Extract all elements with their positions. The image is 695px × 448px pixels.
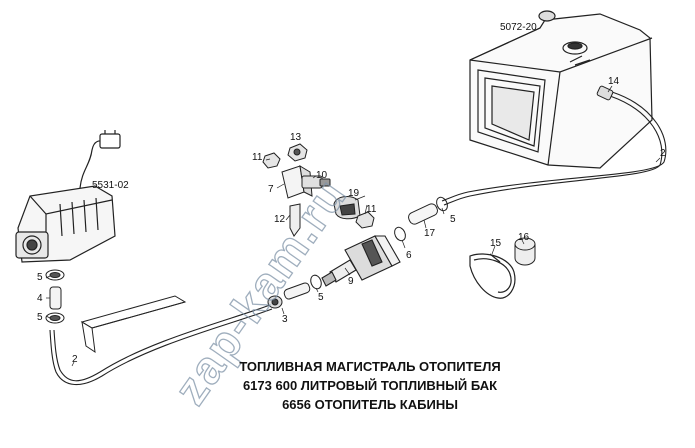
- clip-19: [333, 196, 361, 220]
- cabin-heater: [15, 130, 121, 263]
- hose-17: [408, 203, 438, 225]
- label-part-15: 15: [490, 238, 502, 249]
- cable-tie-15: [469, 253, 516, 299]
- screw-12: [289, 203, 301, 237]
- label-part-12: 12: [274, 214, 286, 225]
- line-connector-left: [267, 295, 283, 309]
- bolt-10: [301, 175, 331, 189]
- caption-heater: 6656 ОТОПИТЕЛЬ КАБИНЫ: [282, 397, 458, 412]
- label-heater-5531-02: 5531-02: [92, 180, 129, 191]
- heater-hose: [49, 286, 62, 310]
- label-part-5-left-top: 5: [37, 272, 43, 283]
- leader-lines: [45, 85, 661, 367]
- heater-clamp-bottom: [45, 312, 65, 324]
- label-part-4: 4: [37, 293, 43, 304]
- tank-fitting: [596, 85, 614, 101]
- label-part-5-left-bottom: 5: [37, 312, 43, 323]
- clamp-5-mid: [310, 274, 322, 290]
- label-tank-5072-20: 5072-20: [500, 22, 537, 33]
- heater-clamp-top: [45, 269, 65, 281]
- nut-11-top: [262, 152, 281, 169]
- part-labels: 5072-20 5531-02 14 2 2 13 11 10 7 19 11 …: [37, 22, 666, 365]
- label-part-5-right: 5: [450, 214, 456, 225]
- label-part-3: 3: [282, 314, 288, 325]
- label-part-11-mid: 11: [366, 204, 377, 215]
- fuel-line-lower: [49, 304, 273, 386]
- label-part-7: 7: [268, 184, 274, 195]
- clamp-6: [394, 226, 406, 242]
- label-part-11-top: 11: [252, 152, 263, 163]
- label-part-5-mid: 5: [318, 292, 324, 303]
- fuel-tank: [469, 10, 653, 169]
- label-part-2-left: 2: [72, 354, 78, 365]
- caption-title: ТОПЛИВНАЯ МАГИСТРАЛЬ ОТОПИТЕЛЯ: [239, 359, 501, 374]
- label-part-6: 6: [406, 250, 412, 261]
- label-part-16: 16: [518, 232, 530, 243]
- fuel-line-upper: [441, 91, 667, 206]
- nut-11-mid: [355, 211, 375, 229]
- label-part-2-right: 2: [660, 148, 666, 159]
- label-part-10: 10: [316, 170, 328, 181]
- label-part-19: 19: [348, 188, 360, 199]
- label-part-9: 9: [348, 276, 354, 287]
- clamp-5-right: [436, 196, 448, 212]
- mounting-channel: [80, 295, 187, 354]
- grommet-16: [514, 237, 536, 266]
- label-part-17: 17: [424, 228, 436, 239]
- fuel-pump: [321, 235, 401, 287]
- caption-tank: 6173 600 ЛИТРОВЫЙ ТОПЛИВНЫЙ БАК: [242, 378, 498, 393]
- hose-3: [283, 282, 311, 300]
- label-part-13: 13: [290, 132, 302, 143]
- nut-13: [287, 143, 308, 162]
- label-part-14: 14: [608, 76, 620, 87]
